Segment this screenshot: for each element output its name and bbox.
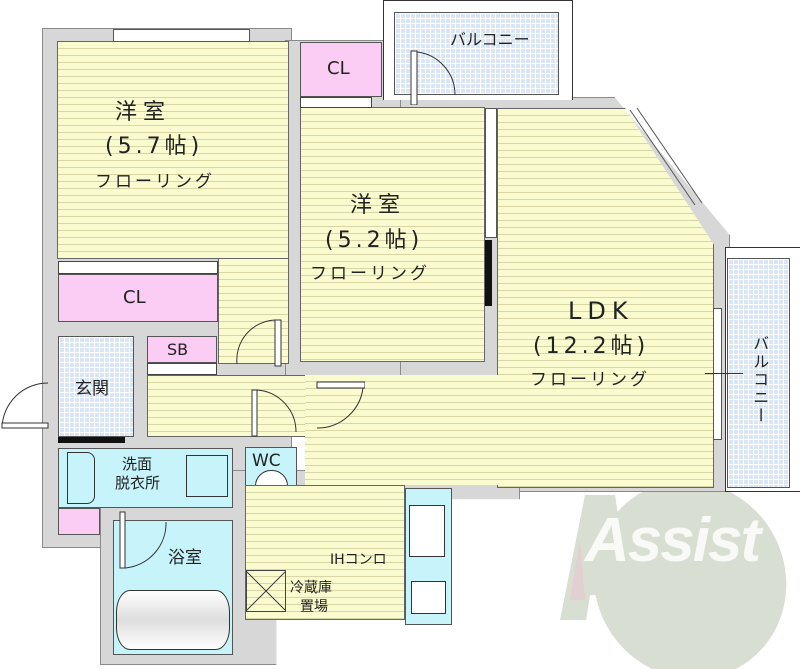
closet-top-label: CL — [327, 58, 350, 79]
wc-label: WC — [252, 451, 281, 471]
ldk-size: (12.2帖) — [533, 334, 650, 359]
shoe-box — [147, 336, 217, 363]
bathroom-door-swing — [119, 511, 167, 569]
entrance-label: 玄関 — [75, 379, 109, 399]
western-1-door-swing — [236, 319, 282, 367]
western-room-1-flooring: フローリング — [95, 172, 215, 192]
ldk-door-swing — [316, 381, 365, 429]
fridge-space-label-line1: 冷蔵庫 — [290, 580, 332, 596]
balcony-dimension-tick — [705, 373, 743, 374]
western-room-1-name: 洋室 — [115, 100, 172, 125]
assist-logo-text: Assist — [585, 506, 761, 575]
western-room-1-size: (5.7帖) — [105, 134, 204, 159]
shoe-box-label: SB — [167, 340, 189, 359]
sliding-door-w2-ldk — [485, 108, 497, 238]
closet-left-label: CL — [123, 287, 146, 308]
western-room-1 — [57, 41, 289, 259]
balcony-top-label: バルコニー — [450, 30, 530, 49]
entrance-step-black — [58, 437, 125, 443]
shoe-box-doors — [147, 363, 217, 375]
washroom-label-line1: 洗面 — [122, 455, 153, 473]
closet-left-doors — [58, 261, 218, 274]
closet-left — [58, 274, 218, 322]
closet-top — [300, 42, 382, 97]
ldk-name: LDK — [568, 297, 634, 325]
hallway — [147, 375, 307, 437]
kitchen-sink-icon — [409, 505, 445, 557]
window-western-1 — [113, 29, 250, 42]
western-room-2-name: 洋室 — [350, 193, 407, 218]
fridge-space-icon — [246, 570, 286, 612]
ih-stove-label: IHコンロ — [330, 552, 387, 568]
balcony-door-swing — [410, 50, 456, 105]
washroom-label-line2: 脱衣所 — [115, 474, 161, 492]
western-room-2-size: (5.2帖) — [325, 228, 424, 253]
wc-door-swing — [251, 389, 297, 437]
western-room-2 — [300, 107, 485, 362]
assist-logo-watermark — [560, 481, 787, 669]
western-room-2-flooring: フローリング — [310, 264, 430, 284]
entrance — [58, 336, 134, 437]
balcony-right-label: バルコニー — [750, 335, 770, 425]
ldk — [497, 108, 714, 488]
washing-machine-icon — [186, 455, 228, 497]
entrance-door-swing — [1, 382, 49, 429]
washbasin-icon — [67, 452, 95, 504]
bathtub-icon — [116, 590, 230, 650]
ldk-window-diagonal — [629, 107, 703, 206]
balcony-top — [394, 12, 559, 95]
ldk-kitchen-extension — [305, 375, 500, 485]
closet-top-door — [300, 97, 372, 108]
ih-stove-icon — [411, 581, 446, 614]
fridge-space-label-line2: 置場 — [300, 599, 328, 615]
sliding-door-black — [485, 240, 492, 306]
ldk-window-right — [713, 308, 722, 440]
ldk-flooring: フローリング — [530, 370, 650, 390]
bathroom-label: 浴室 — [168, 548, 202, 568]
washroom-storage — [58, 508, 100, 535]
